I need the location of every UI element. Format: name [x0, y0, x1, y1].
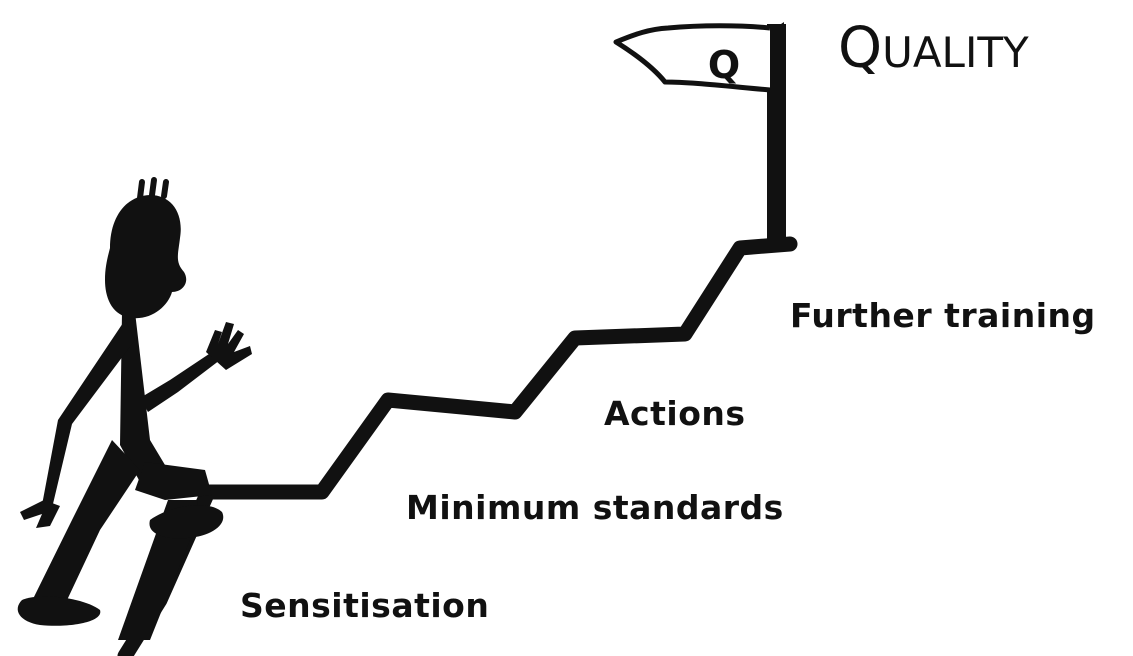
- right-arm: [140, 352, 220, 412]
- step-label-actions: Actions: [604, 394, 746, 433]
- front-leg: [135, 462, 212, 500]
- left-arm: [42, 320, 135, 508]
- flag-icon: [613, 23, 771, 93]
- front-foot-icon: [149, 505, 224, 539]
- title-quality: QUALITY: [838, 16, 1029, 81]
- hair-icon: [137, 177, 169, 201]
- back-leg: [30, 440, 140, 615]
- step-label-sensitisation: Sensitisation: [240, 586, 490, 625]
- head-icon: [105, 195, 187, 319]
- flag-letter: Q: [708, 43, 740, 87]
- right-hand-icon: [206, 322, 252, 370]
- back-foot-icon: [17, 596, 101, 626]
- flagpole-shaft: [767, 24, 786, 250]
- climbing-figure: [17, 177, 252, 640]
- step-label-further-training: Further training: [790, 296, 1096, 335]
- step-label-minimum-standards: Minimum standards: [406, 488, 784, 527]
- left-hand-icon: [20, 500, 60, 528]
